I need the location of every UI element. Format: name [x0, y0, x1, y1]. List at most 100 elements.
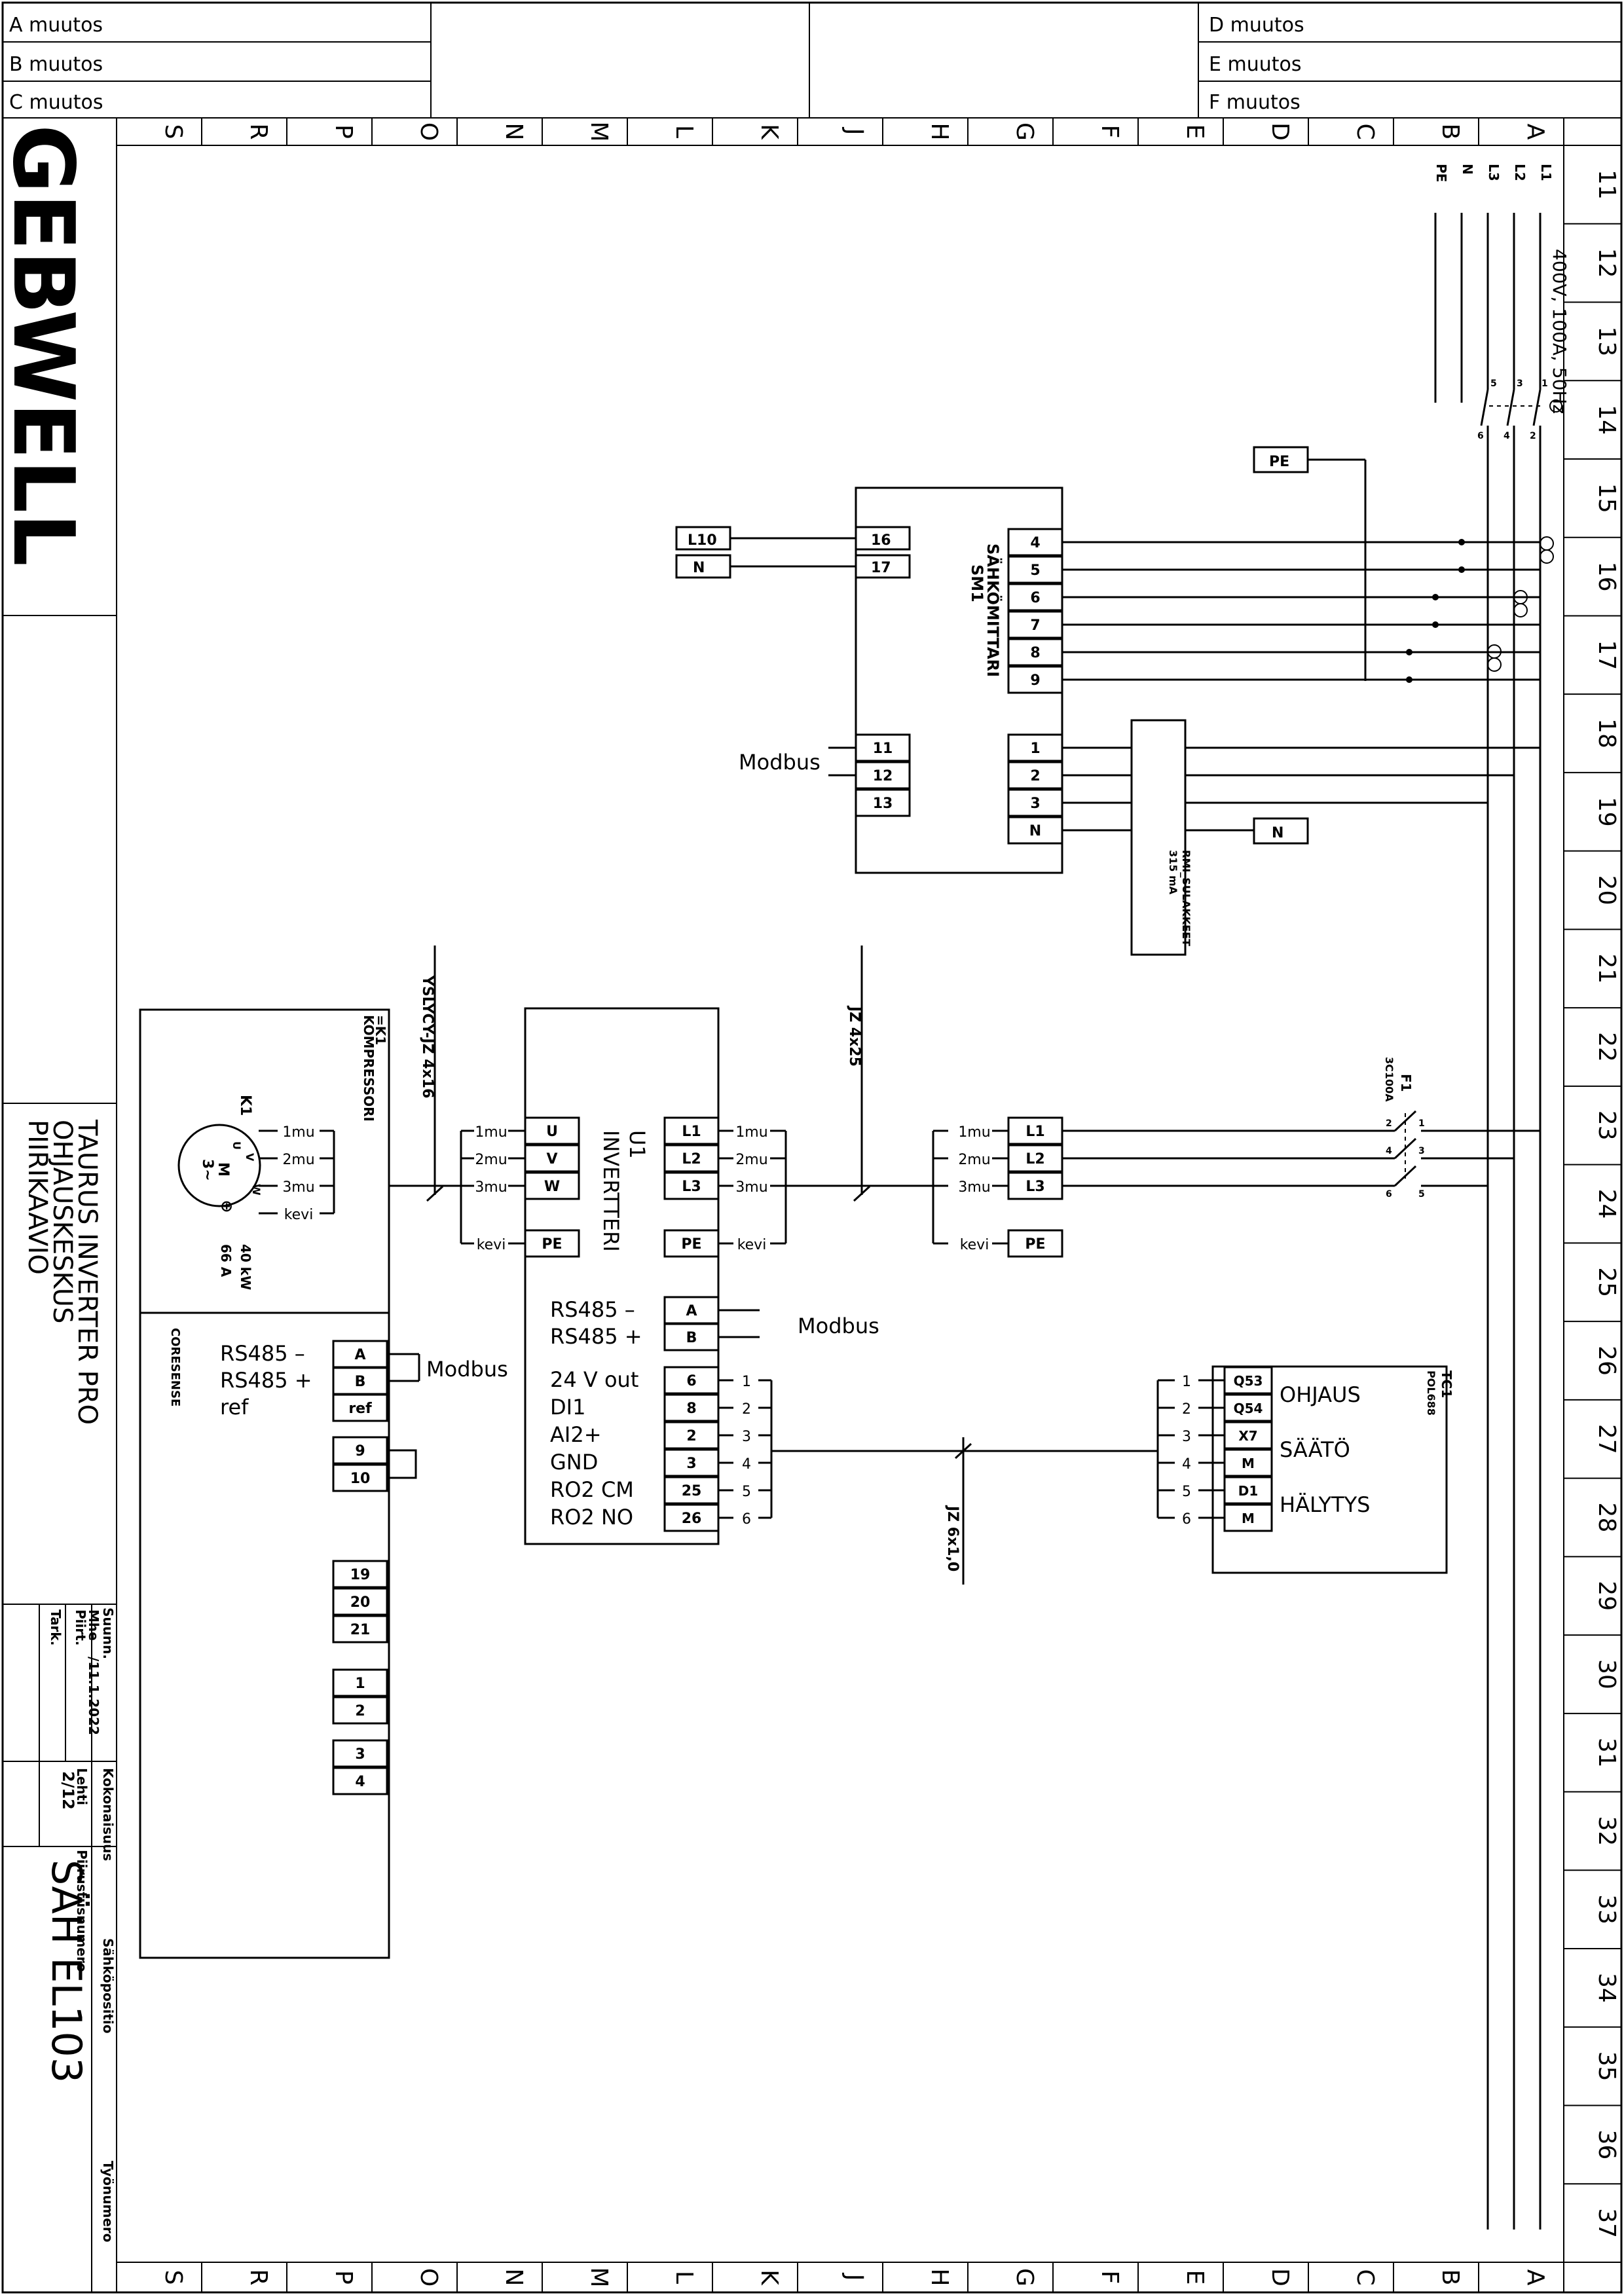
lehti-label: Lehti — [74, 1768, 90, 1805]
compressor-wire-kevi: kevi — [284, 1207, 314, 1223]
inverter-motor-wire-3mu: 3mu — [475, 1179, 507, 1196]
coresense-group-term-20: 20 — [350, 1594, 371, 1611]
inverter-line-wire-3mu: 3mu — [735, 1179, 767, 1196]
switch-term-6: 6 — [1477, 431, 1484, 441]
inverter-motor-wire-2mu: 2mu — [475, 1152, 507, 1168]
suunn-name: Mhe — [86, 1609, 101, 1641]
motor-pin-u: U — [231, 1141, 243, 1150]
controller-term-Q54-1: Q54 — [1234, 1401, 1263, 1416]
row-label-16: 16 — [1593, 562, 1620, 592]
row-label-24: 24 — [1593, 1189, 1620, 1219]
inverter-rs485-label-0: RS485 – — [550, 1297, 635, 1322]
f1-rating: 3C100A — [1383, 1057, 1395, 1102]
meter-term-9: 9 — [1030, 672, 1040, 689]
column-label-bottom-B: B — [1437, 2269, 1464, 2286]
inverter-rs485-term-B: B — [686, 1330, 697, 1346]
revision-fields: A muutos B muutos C muutos D muutos E mu… — [9, 14, 1304, 114]
meter-term-7: 7 — [1030, 617, 1040, 634]
main-supply: L1 L2 L3 N PE 400V, 100A, 50Hz 1 3 5 2 4… — [1433, 164, 1570, 2230]
controller-term-M-3: M — [1242, 1456, 1255, 1471]
motor-symbol — [177, 1124, 261, 1207]
coresense-group-term-10: 10 — [350, 1471, 371, 1487]
inverter-modbus-label: Modbus — [798, 1313, 879, 1338]
coresense-group-term-19: 19 — [350, 1567, 371, 1583]
coresense-term-ref: ref — [348, 1401, 372, 1417]
inverter-line-wire-2mu: 2mu — [735, 1152, 767, 1168]
supply-cable-label: JZ 4x25 — [846, 1005, 862, 1067]
meter-term-16: 16 — [871, 532, 891, 549]
inverter-motor-wire-kevi: kevi — [477, 1237, 506, 1253]
energy-meter-label: SÄHKÖMITTARI — [984, 543, 1003, 677]
coresense-label-1: RS485 + — [220, 1368, 312, 1393]
column-label-top-F: F — [1096, 125, 1123, 139]
inverter-io-wire-1: 1 — [742, 1374, 751, 1390]
coresense-label-0: RS485 – — [220, 1341, 305, 1366]
row-label-29: 29 — [1593, 1581, 1620, 1611]
row-label-15: 15 — [1593, 483, 1620, 513]
controller-wire-2: 2 — [1182, 1401, 1191, 1418]
column-label-top-N: N — [500, 123, 527, 141]
row-label-26: 26 — [1593, 1346, 1620, 1376]
inverter-io-label-2: AI2+ — [550, 1422, 602, 1447]
row-label-37: 37 — [1593, 2208, 1620, 2238]
piirustusnumero-label: Piirustusnumero — [74, 1850, 90, 1972]
column-label-top-G: G — [1011, 122, 1038, 141]
inverter-io-wire-3: 3 — [742, 1429, 751, 1445]
inverter-line-term-PE: PE — [681, 1236, 701, 1253]
supply-l2-label: L2 — [1512, 164, 1528, 181]
piirt-label: Piirt. — [73, 1609, 88, 1645]
title-line-1: TAURUS INVERTER PRO — [72, 1119, 102, 1425]
coresense-term-A: A — [354, 1347, 365, 1363]
inverter-rs485-term-A: A — [686, 1303, 697, 1319]
kokonaisuus-label: Kokonaisuus — [100, 1768, 116, 1861]
row-label-23: 23 — [1593, 1111, 1620, 1141]
inverter-line-wire-1mu: 1mu — [735, 1124, 767, 1141]
switch-term-1: 1 — [1541, 378, 1548, 389]
inverter-io-wire-4: 4 — [742, 1456, 751, 1473]
motor-cable-label: YSLYCY-JZ 4x16 — [419, 975, 435, 1098]
inverter-io-wire-2: 2 — [742, 1401, 751, 1418]
row-label-22: 22 — [1593, 1032, 1620, 1062]
inverter-line-term-L2: L2 — [682, 1151, 701, 1167]
column-label-bottom-D: D — [1266, 2268, 1293, 2286]
inverter-io-term-6: 6 — [686, 1373, 696, 1389]
supply-l1-label: L1 — [1538, 164, 1554, 181]
row-label-32: 32 — [1593, 1816, 1620, 1846]
source-l10: L10 — [688, 532, 717, 549]
controller-term-M-5: M — [1242, 1511, 1255, 1526]
inverter-io-term-25: 25 — [682, 1483, 702, 1499]
motor-earth-icon: ⊕ — [220, 1197, 233, 1215]
title-line-3: PIIRIKAAVIO — [22, 1120, 52, 1275]
column-label-bottom-C: C — [1352, 2269, 1378, 2285]
inverter-io-label-0: 24 V out — [550, 1367, 638, 1392]
compressor-label: KOMPRESSORI — [361, 1015, 377, 1122]
supply-wire-3mu: 3mu — [958, 1179, 990, 1196]
supply-term-L3: L3 — [1025, 1179, 1044, 1195]
inverter-id: U1 — [625, 1130, 650, 1159]
meter-n-box-label: N — [1272, 825, 1283, 841]
coresense-group-term-3: 3 — [355, 1746, 365, 1763]
motor-id: K1 — [237, 1095, 253, 1116]
inverter-motor-term-PE: PE — [542, 1236, 562, 1253]
source-n: N — [693, 560, 705, 576]
controller-wire-1: 1 — [1182, 1374, 1191, 1390]
column-label-top-C: C — [1352, 123, 1378, 139]
motor-pin-v: V — [244, 1153, 256, 1162]
inverter-io-term-26: 26 — [682, 1511, 702, 1527]
row-label-35: 35 — [1593, 2051, 1620, 2082]
company-logo: GEBWELL — [0, 124, 92, 566]
tyonumero-label: Työnumero — [100, 2161, 116, 2243]
revision-c: C muutos — [9, 91, 103, 114]
supply-wire-2mu: 2mu — [958, 1152, 990, 1168]
compressor-wire-2mu: 2mu — [282, 1152, 314, 1168]
